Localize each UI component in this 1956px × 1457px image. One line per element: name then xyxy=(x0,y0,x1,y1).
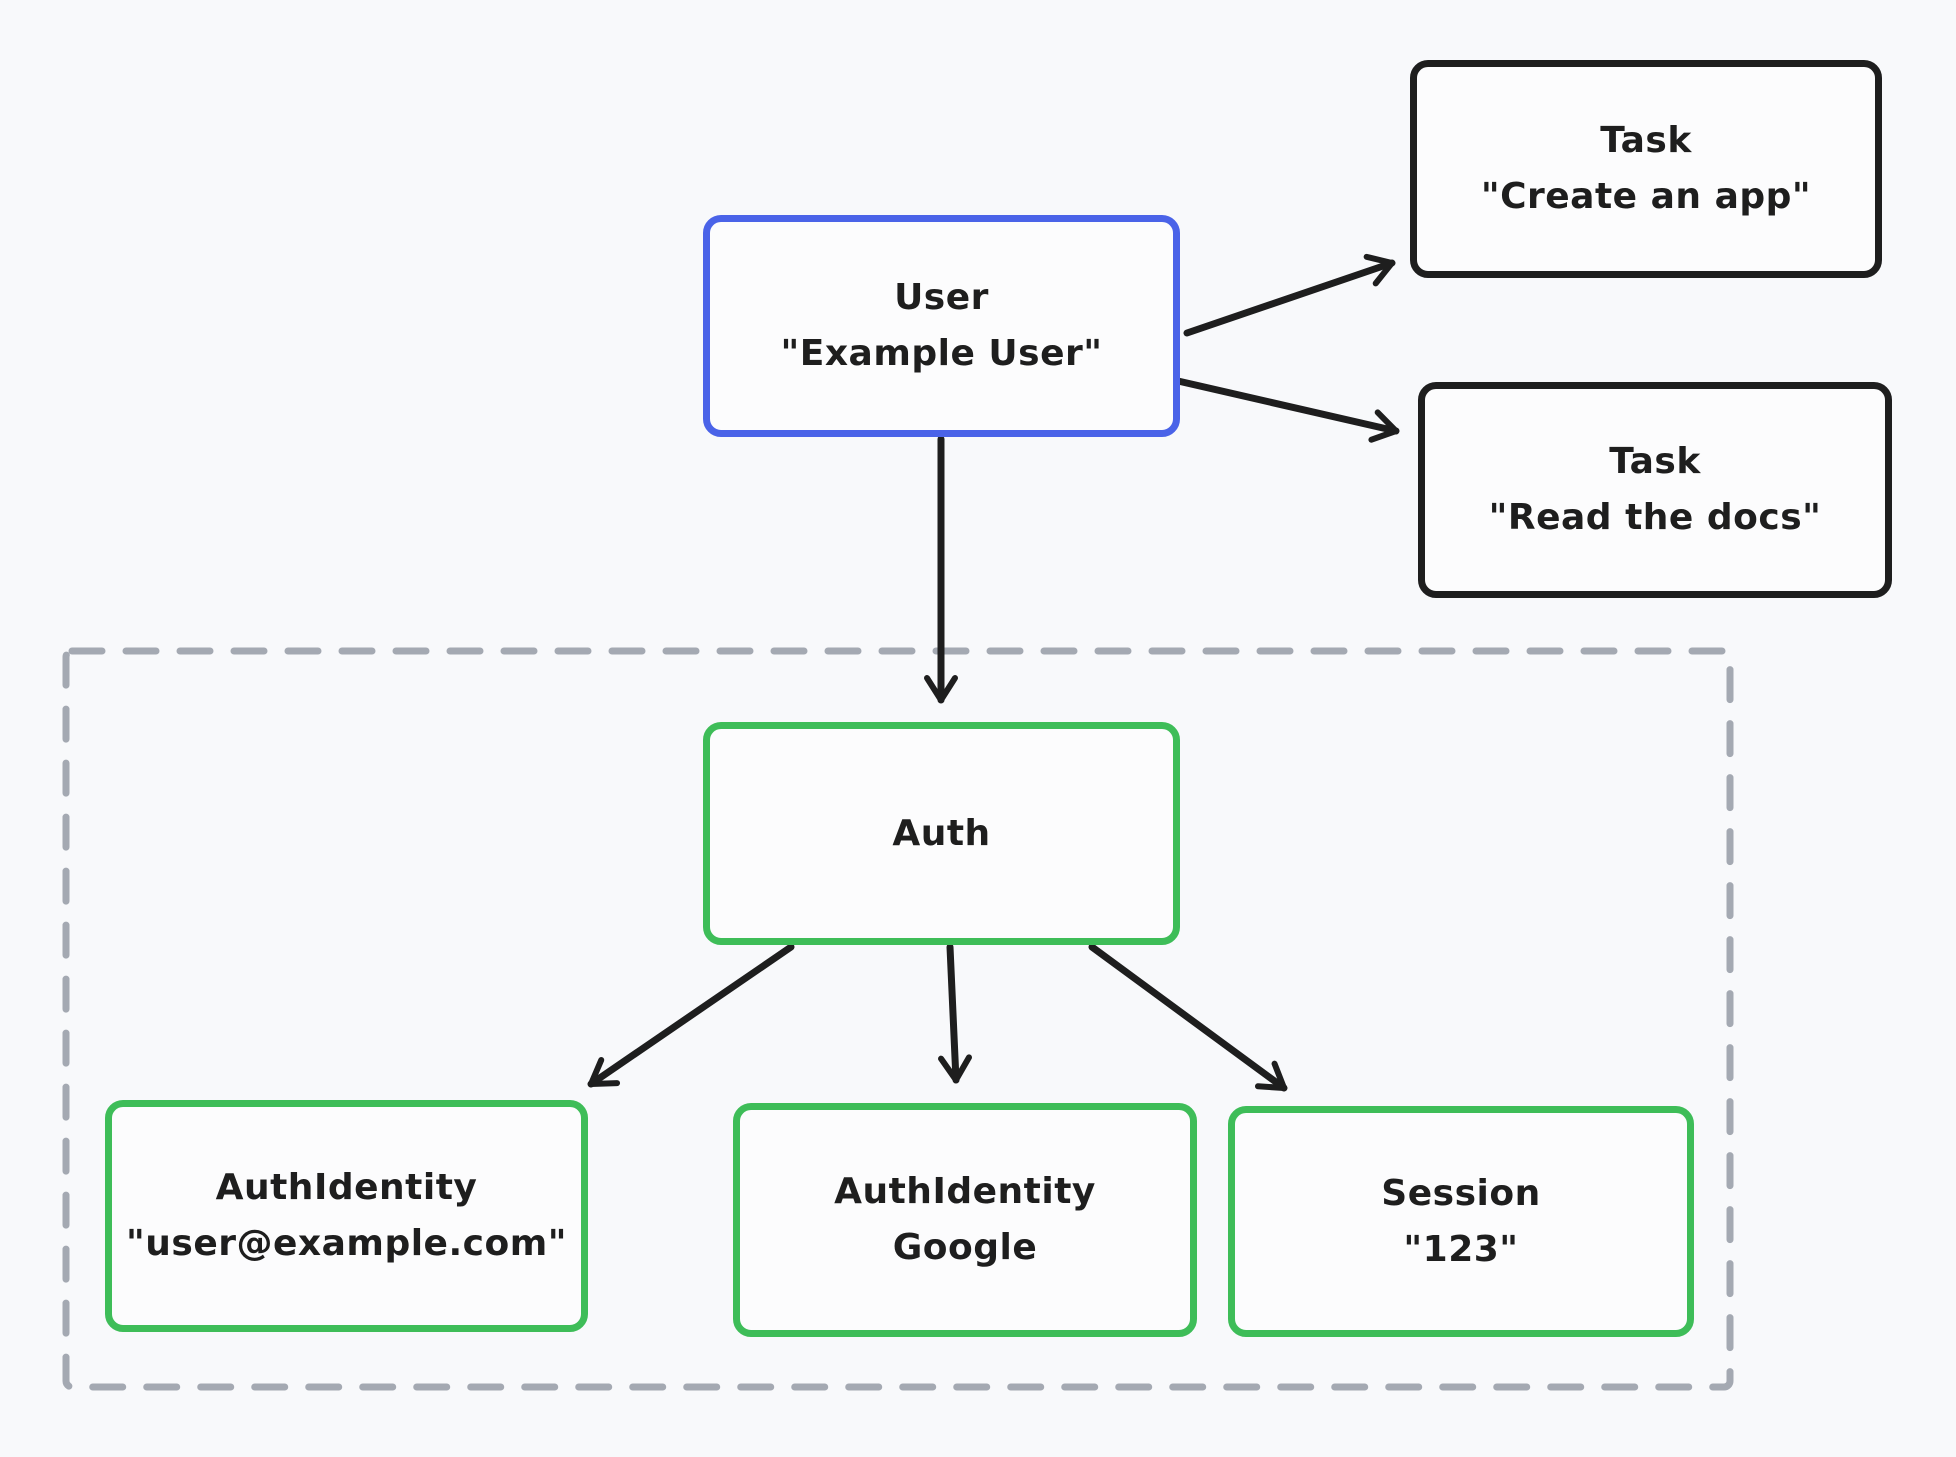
node-task-read-value: "Read the docs" xyxy=(1488,497,1822,538)
node-task-read-title: Task xyxy=(1609,441,1701,482)
node-user: User "Example User" xyxy=(703,215,1180,437)
node-auth-title: Auth xyxy=(892,812,991,854)
arrow-auth-to-authidentity-google xyxy=(938,943,972,1084)
node-session-title: Session xyxy=(1381,1172,1541,1214)
arrow-auth-to-authidentity-email xyxy=(587,943,795,1088)
node-auth: Auth xyxy=(703,722,1180,945)
node-user-title: User xyxy=(894,277,989,318)
node-task-create-title: Task xyxy=(1600,120,1692,161)
node-session-value: "123" xyxy=(1403,1228,1519,1270)
node-user-value: "Example User" xyxy=(780,333,1103,374)
node-task-read: Task "Read the docs" xyxy=(1418,382,1892,598)
node-authidentity-email: AuthIdentity "user@example.com" xyxy=(105,1100,588,1332)
node-authidentity-google-value: Google xyxy=(892,1227,1038,1268)
node-task-create-value: "Create an app" xyxy=(1480,176,1812,217)
arrow-auth-to-session xyxy=(1088,943,1288,1092)
node-authidentity-google-title: AuthIdentity xyxy=(834,1171,1096,1212)
node-authidentity-email-title: AuthIdentity xyxy=(215,1167,478,1208)
node-session: Session "123" xyxy=(1228,1106,1694,1337)
node-authidentity-google: AuthIdentity Google xyxy=(733,1103,1197,1337)
node-task-create: Task "Create an app" xyxy=(1410,60,1882,278)
arrow-user-to-task-read xyxy=(1174,377,1400,443)
node-authidentity-email-value: "user@example.com" xyxy=(126,1223,567,1264)
arrow-user-to-task-create xyxy=(1183,253,1396,337)
